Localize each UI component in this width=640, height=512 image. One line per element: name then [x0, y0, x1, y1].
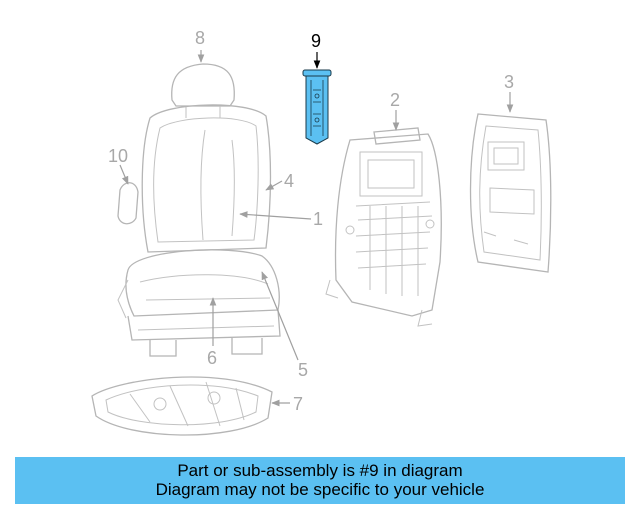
- callout-1: 1: [313, 209, 323, 229]
- seat-back-panel: [469, 113, 552, 273]
- banner-line-2: Diagram may not be specific to your vehi…: [155, 480, 485, 499]
- callout-9: 9: [311, 31, 321, 51]
- part-info-banner: Part or sub-assembly is #9 in diagram Di…: [15, 457, 625, 504]
- leader-lines: [119, 50, 514, 407]
- callout-8: 8: [195, 28, 205, 48]
- callout-5: 5: [298, 360, 308, 380]
- callout-6: 6: [207, 348, 217, 368]
- parts-diagram: 8 9 2 3 10 4 1 6 5 7: [91, 28, 552, 436]
- callout-4: 4: [284, 171, 294, 191]
- callout-3: 3: [504, 72, 514, 92]
- seat-pan: [91, 376, 273, 436]
- part-9-highlight: [302, 69, 332, 145]
- seat-assembly: [117, 63, 281, 357]
- callout-7: 7: [293, 394, 303, 414]
- callout-2: 2: [390, 90, 400, 110]
- callout-10: 10: [108, 146, 128, 166]
- banner-line-1: Part or sub-assembly is #9 in diagram: [177, 461, 463, 480]
- seat-back-frame: [325, 127, 442, 327]
